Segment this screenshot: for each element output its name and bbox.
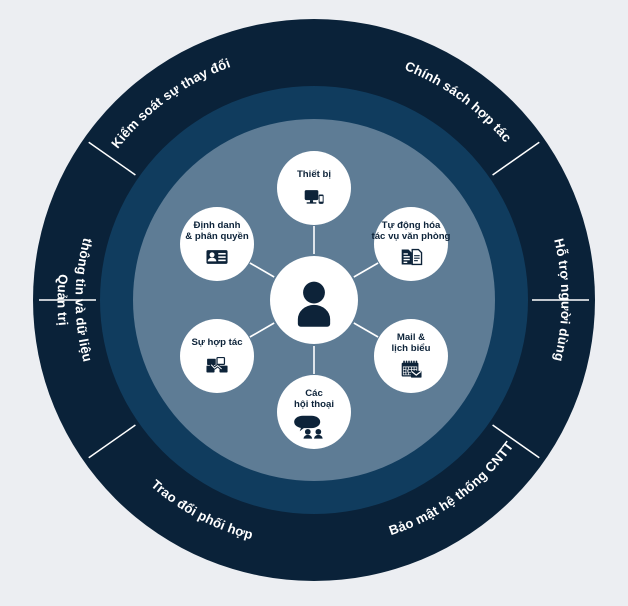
node-circle-su-hop-tac[interactable] <box>180 319 255 393</box>
node-dinh-danh-phan-quyen[interactable]: Định danh& phân quyền <box>180 207 255 281</box>
ring-label-quan-tri-thong-tin-va-du-lieu-line2: thông tin và dữ liệu <box>72 237 95 364</box>
spoke-tu-dong-hoa-tac-vu-van-phong <box>353 262 379 278</box>
node-thiet-bi[interactable]: Thiết bị <box>277 151 351 225</box>
user-person-icon <box>297 281 331 327</box>
ring-tick-marks <box>39 141 589 459</box>
node-label-dinh-danh-phan-quyen-line1: Định danh <box>194 220 241 231</box>
spoke-mail-lich-bieu <box>353 322 379 338</box>
node-circle-tu-dong-hoa-tac-vu-van-phong[interactable] <box>373 207 448 281</box>
tick-upper-left <box>88 141 136 176</box>
tick-lower-left <box>88 424 136 459</box>
node-label-su-hop-tac-line1: Sự hợp tác <box>191 337 243 348</box>
node-mail-lich-bieu[interactable]: Mail &lịch biểu <box>373 319 448 393</box>
hub-node[interactable] <box>270 256 358 344</box>
tick-lower-right <box>492 424 540 459</box>
node-label-tu-dong-hoa-tac-vu-van-phong-line1: Tự động hóa <box>382 220 441 231</box>
ring-label-quan-tri-thong-tin-va-du-lieu-line1: Quản trị <box>54 274 70 327</box>
devices-monitor-phone-icon <box>304 190 324 204</box>
tick-upper-right <box>492 141 540 176</box>
calendar-mail-icon <box>401 360 422 378</box>
node-circle-cac-hoi-thoai[interactable] <box>277 375 351 449</box>
node-su-hop-tac[interactable]: Sự hợp tác <box>180 319 255 393</box>
spoke-su-hop-tac <box>249 322 275 338</box>
node-label-thiet-bi-line1: Thiết bị <box>297 169 331 180</box>
spoke-dinh-danh-phan-quyen <box>249 262 275 278</box>
chat-conversation-icon <box>294 415 323 439</box>
node-circle-dinh-danh-phan-quyen[interactable] <box>180 207 255 281</box>
node-circle-mail-lich-bieu[interactable] <box>373 319 448 393</box>
center-hub <box>270 256 358 344</box>
node-label-mail-lich-bieu-line2: lịch biểu <box>392 343 431 354</box>
id-card-identity-icon <box>206 250 228 264</box>
hub-spokes <box>249 226 379 374</box>
node-label-cac-hoi-thoai-line2: hội thoại <box>294 399 334 410</box>
node-label-dinh-danh-phan-quyen-line2: & phân quyền <box>185 231 249 242</box>
node-label-tu-dong-hoa-tac-vu-van-phong-line2: tác vụ văn phòng <box>372 231 451 242</box>
node-label-cac-hoi-thoai-line1: Các <box>305 388 323 399</box>
handshake-collaboration-icon <box>206 356 228 373</box>
node-circle-thiet-bi[interactable] <box>277 151 351 225</box>
ring-label-ho-tro-nguoi-dung: Hỗ trợ người dùng <box>551 237 573 363</box>
node-label-mail-lich-bieu-line1: Mail & <box>397 332 425 343</box>
documents-automation-icon <box>401 248 423 266</box>
